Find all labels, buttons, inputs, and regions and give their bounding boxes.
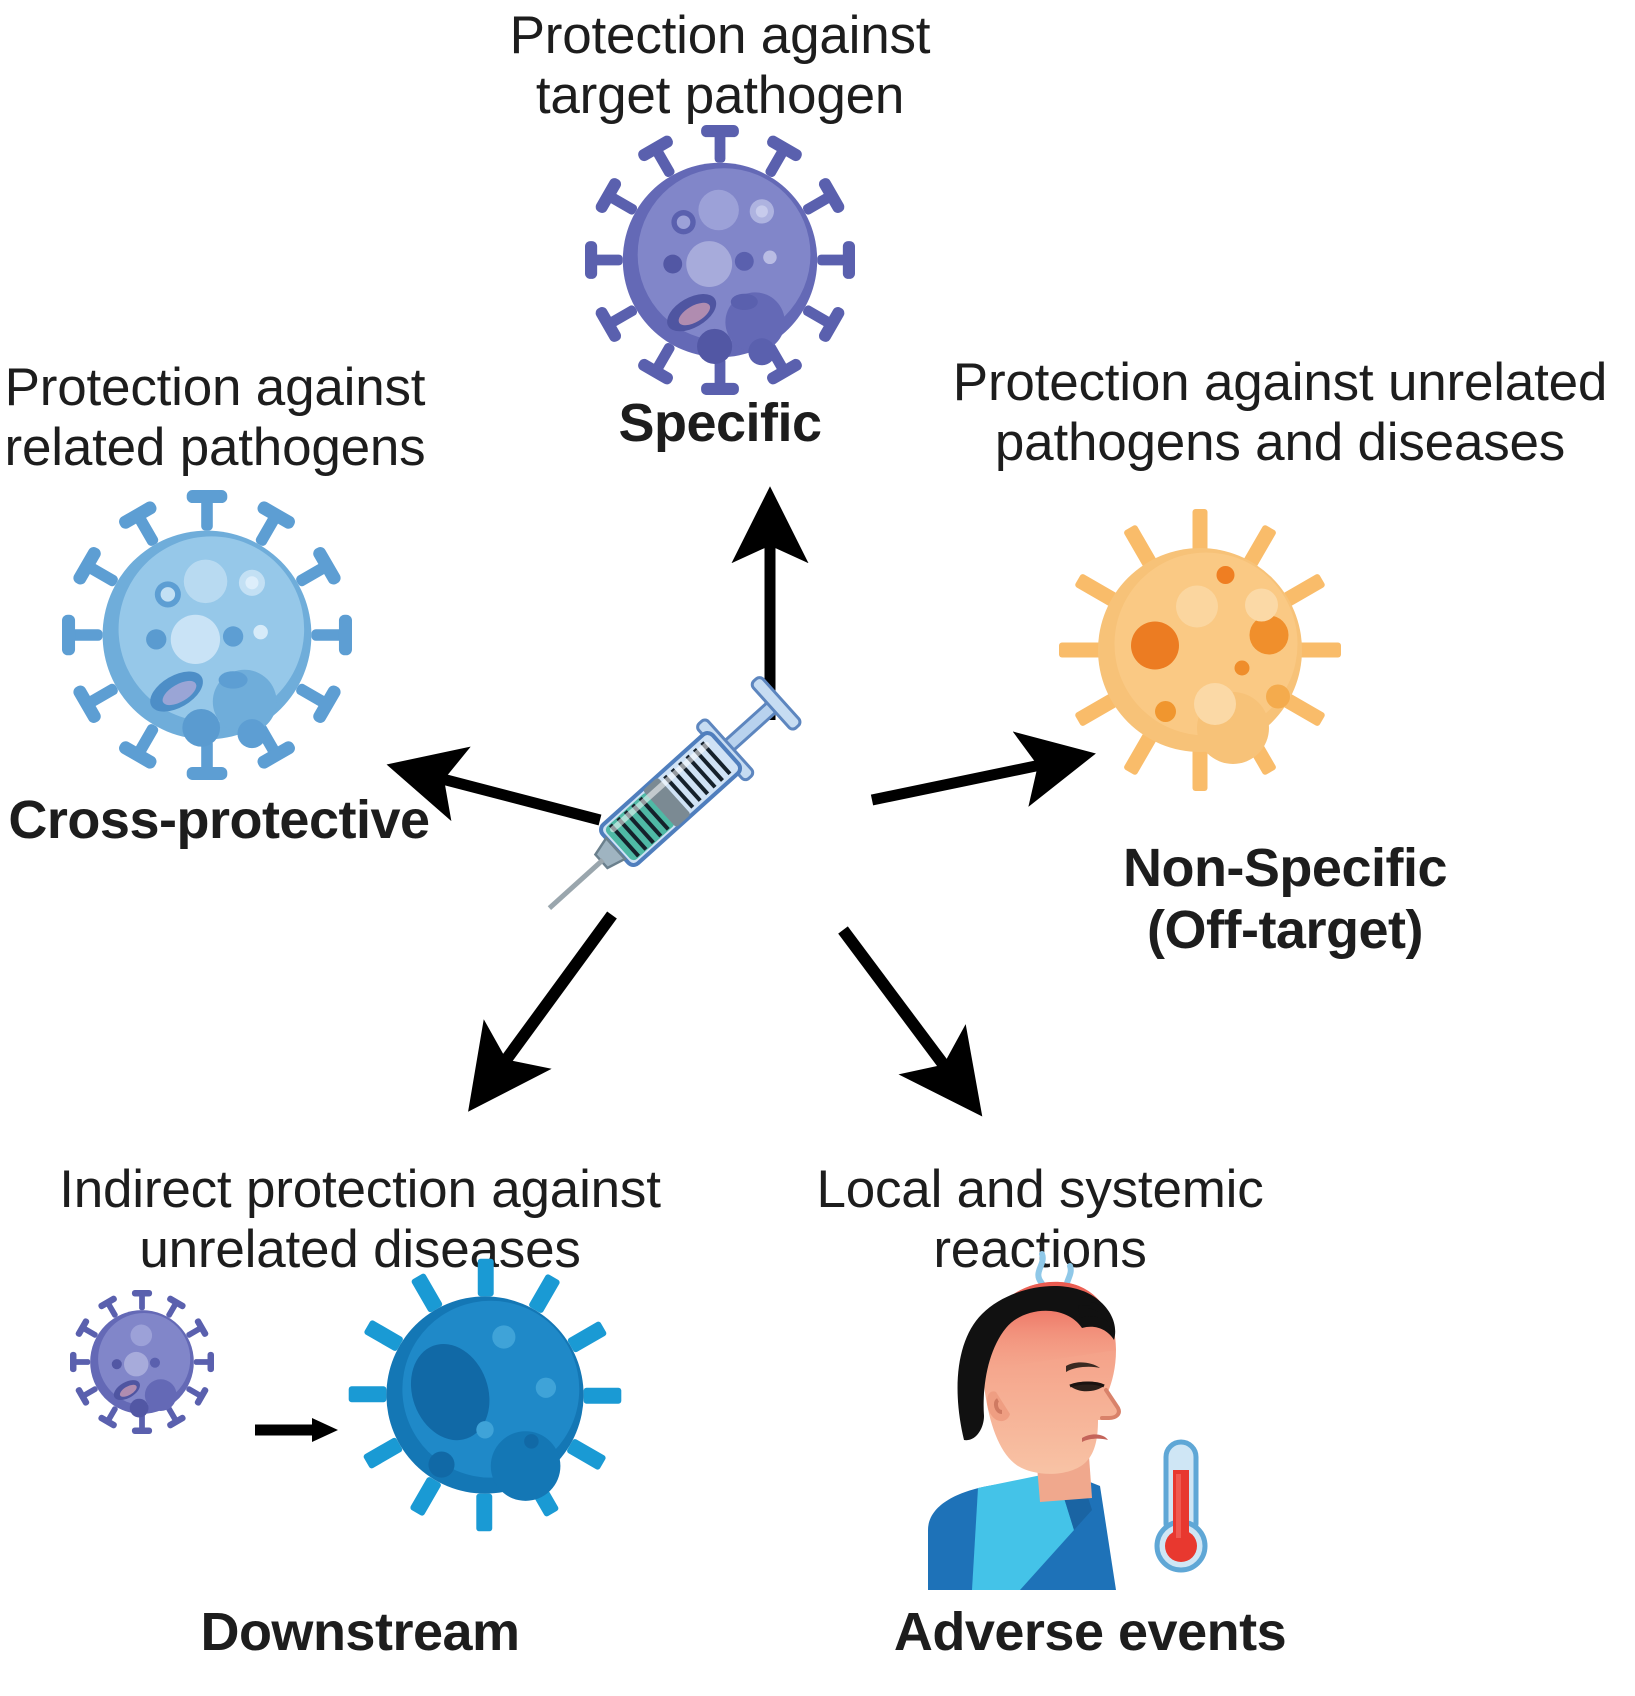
arrow-down-left bbox=[468, 911, 617, 1112]
label-adverse-events: Adverse events bbox=[893, 1602, 1287, 1662]
label-specific: Specific bbox=[618, 393, 822, 453]
spikes bbox=[585, 125, 855, 395]
caption-cross-protective: Protection against related pathogens bbox=[4, 358, 426, 478]
label-downstream: Downstream bbox=[200, 1602, 520, 1662]
thermometer-icon bbox=[1154, 1439, 1208, 1573]
virus-pair-icon bbox=[50, 1250, 640, 1590]
label-non-specific: Non-Specific (Off-target) bbox=[1122, 838, 1448, 960]
virus-icon-purple bbox=[585, 125, 855, 395]
arrow-up-right bbox=[870, 731, 1096, 807]
feverish-person-icon bbox=[860, 1210, 1240, 1590]
arrow-up-left bbox=[386, 746, 602, 826]
virus-icon-orange bbox=[1050, 500, 1350, 800]
arrow-right-small bbox=[255, 1418, 338, 1442]
caption-specific: Protection against target pathogen bbox=[509, 6, 931, 126]
virus-icon-purple-small bbox=[70, 1290, 214, 1434]
caption-downstream: Indirect protection against unrelated di… bbox=[59, 1160, 661, 1280]
syringe-icon bbox=[500, 650, 850, 940]
virus-icon-light-blue bbox=[62, 490, 352, 780]
label-cross-protective: Cross-protective bbox=[8, 790, 430, 850]
caption-non-specific: Protection against unrelated pathogens a… bbox=[952, 353, 1608, 473]
virus-icon-teal bbox=[348, 1258, 622, 1532]
spikes bbox=[1059, 509, 1341, 791]
arrow-down-right bbox=[838, 926, 983, 1117]
collar bbox=[972, 1472, 1074, 1590]
hair bbox=[957, 1286, 1116, 1441]
